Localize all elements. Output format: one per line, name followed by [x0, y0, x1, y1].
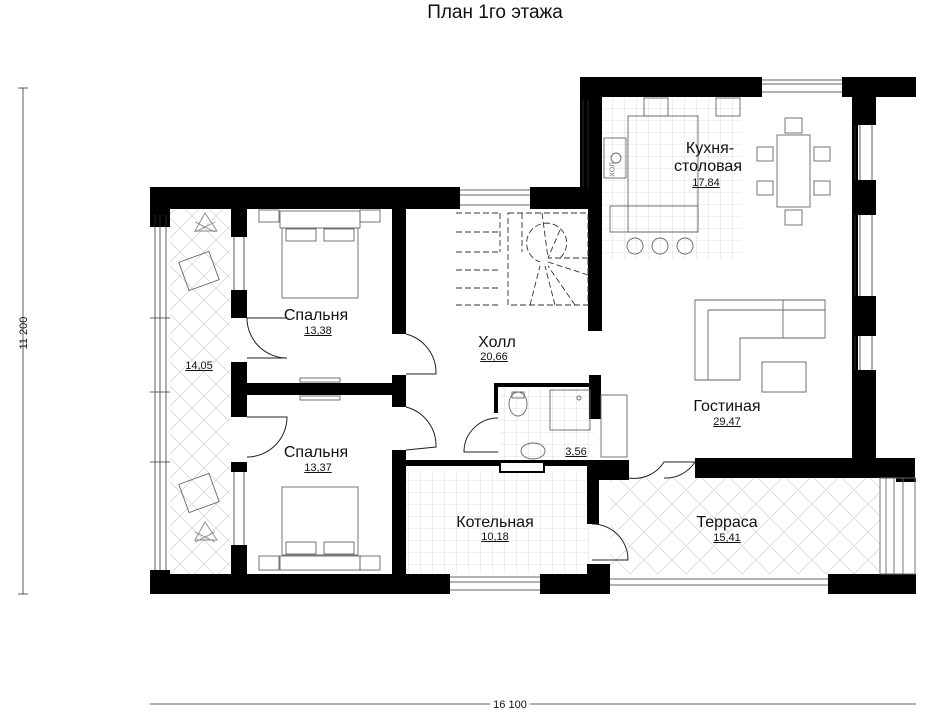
- boiler-tile-floor: [405, 470, 589, 574]
- kitchen-area: 17,84: [692, 177, 720, 189]
- boiler-name: Котельная: [456, 514, 534, 531]
- terrace-area: 15,41: [713, 532, 741, 544]
- boiler-area: 10,18: [481, 531, 509, 543]
- bed-bedroom-2: [281, 486, 359, 556]
- kitchen-name-line2: столовая: [674, 158, 742, 175]
- terrace-tile-floor: [610, 478, 880, 574]
- loggia-area: 14,05: [185, 360, 213, 372]
- hall-area: 20,66: [480, 351, 508, 363]
- windows: [150, 79, 873, 591]
- terrace-name: Терраса: [696, 514, 758, 531]
- bedroom-1-area: 13,38: [304, 325, 332, 337]
- bedroom-2-area: 13,37: [304, 462, 332, 474]
- dining-table: [776, 134, 811, 208]
- bathroom-area: 3,56: [565, 446, 587, 458]
- coffee-table: [761, 361, 807, 393]
- bedroom-2-name: Спальня: [283, 444, 349, 461]
- bed-bedroom-1: [281, 227, 359, 299]
- kitchen-name-line1: Кухня-: [685, 140, 735, 157]
- doors: [246, 317, 696, 561]
- sofa: [694, 299, 826, 381]
- kitchen-tile-floor: [602, 98, 742, 260]
- furniture: [178, 97, 916, 575]
- width-dimension: 16 100: [490, 699, 530, 711]
- bedroom-1-name: Спальня: [283, 307, 349, 324]
- plan-title: План 1го этажа: [427, 2, 563, 23]
- fridge-label: ХОЛ: [609, 162, 617, 177]
- floor-finishes: [170, 98, 880, 574]
- living-area: 29,47: [713, 416, 741, 428]
- height-dimension: 11 200: [18, 316, 30, 350]
- living-name: Гостиная: [693, 398, 761, 415]
- staircase: [456, 212, 589, 306]
- dimension-lines: [18, 87, 916, 705]
- loggia-tile-floor: [170, 209, 230, 574]
- hall-name: Холл: [478, 334, 516, 351]
